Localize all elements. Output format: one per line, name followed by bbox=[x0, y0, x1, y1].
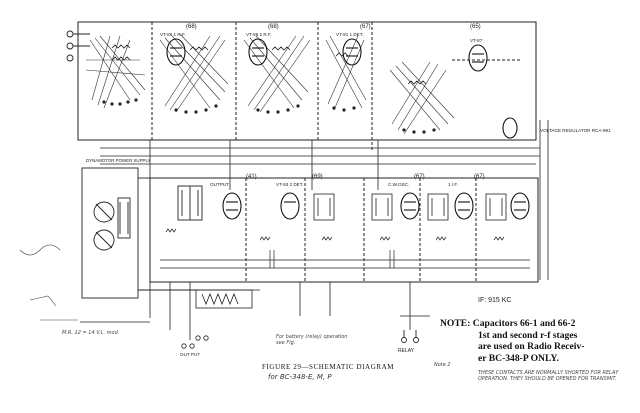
model-caption: for BC-348-E, M, P bbox=[268, 373, 332, 381]
battery-handnote: For battery (relay) operation see Fig. bbox=[276, 334, 348, 346]
lower-wiring bbox=[80, 282, 430, 349]
tube-det1-ref: (67) bbox=[360, 24, 371, 30]
tube-if1-ref: (67) bbox=[474, 174, 485, 180]
figure-caption: FIGURE 29—SCHEMATIC DIAGRAM bbox=[262, 363, 395, 371]
tube-osc-ref: (65) bbox=[470, 24, 481, 30]
relay-contact-handnote: THESE CONTACTS ARE NORMALLY SHORTED FOR … bbox=[478, 370, 619, 382]
if-transformers bbox=[313, 193, 507, 221]
if-audio-section bbox=[149, 177, 539, 283]
capacitor-note: NOTE: Capacitors 66-1 and 66-2 1st and s… bbox=[440, 318, 636, 364]
note-line-4: er BC-348-P ONLY. bbox=[478, 352, 559, 364]
regulator-label: VOLTAGE REGULATOR RCA-991 bbox=[540, 128, 611, 133]
note-line-1: Capacitors 66-1 and 66-2 bbox=[472, 318, 576, 329]
tube-cwosc-ref: (67) bbox=[414, 174, 425, 180]
tube-out-name: OUTPUT bbox=[210, 182, 229, 187]
tube-rf1-ref: (68) bbox=[186, 24, 197, 30]
bus-wiring bbox=[100, 120, 549, 280]
left-side-wiring bbox=[19, 244, 78, 321]
tube-rf1 bbox=[166, 38, 186, 66]
tube-out-ref: (41) bbox=[246, 174, 257, 180]
tube-rf2-ref: (68) bbox=[268, 24, 279, 30]
note-line-2: 1st and second r-f stages bbox=[478, 329, 578, 341]
tube-det2-name: VT-93 2 DET. bbox=[276, 182, 303, 187]
tube-if2 bbox=[510, 192, 530, 220]
coils bbox=[111, 44, 427, 85]
note-2-handnote: Note 2 bbox=[434, 362, 451, 368]
tube-det1 bbox=[342, 38, 362, 66]
band-switch-section-1 bbox=[85, 33, 455, 135]
tube-cwosc bbox=[400, 192, 420, 220]
tube-rf2-name: VT-86 2 R.F. bbox=[246, 32, 272, 37]
tube-output bbox=[222, 192, 242, 220]
if-frequency-label: IF: 915 KC bbox=[478, 297, 511, 304]
tube-cwosc-name: C.W.OSC. bbox=[388, 182, 409, 187]
note-heading: NOTE: bbox=[440, 318, 471, 329]
rf-section bbox=[77, 21, 537, 150]
output-transformer bbox=[177, 185, 203, 221]
tube-rf1-name: VT-86 1 R.F. bbox=[160, 32, 186, 37]
dynamotor-label: DYNAMOTOR POWER SUPPLY bbox=[86, 158, 151, 163]
tube-det2 bbox=[280, 192, 300, 220]
tube-rf2 bbox=[248, 38, 268, 66]
tube-osc-name: VT-87 bbox=[470, 38, 483, 43]
dynamotor-power-supply bbox=[81, 167, 200, 299]
relay-label: RELAY bbox=[398, 348, 415, 354]
switch-contacts bbox=[102, 98, 436, 134]
bottom-components bbox=[160, 228, 530, 269]
tube-osc bbox=[468, 44, 488, 72]
tube-det1-name: VT-91 1 DET. bbox=[336, 32, 363, 37]
left-handnote: M.R. 12 = 14 V.L. mod. bbox=[62, 330, 120, 336]
note-line-3: are used on Radio Receiv- bbox=[478, 341, 585, 353]
tube-det2-ref: (69) bbox=[312, 174, 323, 180]
tube-regulator bbox=[502, 117, 518, 139]
output-label: OUT PUT bbox=[180, 352, 200, 357]
relay-contacts bbox=[401, 330, 419, 343]
tube-if1-name: 1 I.F. bbox=[448, 182, 458, 187]
tube-if1 bbox=[454, 192, 474, 220]
antenna-terminals bbox=[66, 30, 90, 62]
